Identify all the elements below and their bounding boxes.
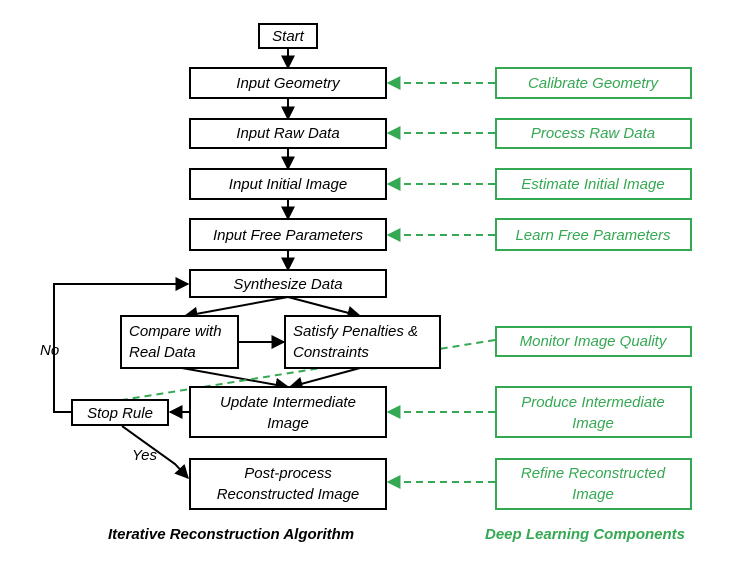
- learn-free-parameters-box: Learn Free Parameters: [495, 218, 692, 251]
- monitor-image-quality-box: Monitor Image Quality: [495, 326, 692, 357]
- synthesize-data-box: Synthesize Data: [189, 269, 387, 298]
- algorithm-caption: Iterative Reconstruction Algorithm: [108, 526, 354, 543]
- estimate-initial-image-box: Estimate Initial Image: [495, 168, 692, 200]
- monitor-image-quality-label: Monitor Image Quality: [520, 333, 668, 350]
- arrow-compare-to-update: [181, 367, 290, 392]
- refine-reconstructed-box: Refine Reconstructed Image: [495, 458, 692, 510]
- calibrate-geometry-box: Calibrate Geometry: [495, 67, 692, 99]
- input-initial-image-label: Input Initial Image: [229, 176, 347, 193]
- arrow-satisfy-to-update: [288, 367, 361, 391]
- arrow-no-loop-back: [53, 277, 190, 413]
- update-label-line1: Update Intermediate: [220, 394, 356, 411]
- postprocess-label-line2: Reconstructed Image: [217, 486, 360, 503]
- stop-rule-label: Stop Rule: [87, 405, 153, 422]
- estimate-initial-image-label: Estimate Initial Image: [521, 176, 664, 193]
- input-geometry-box: Input Geometry: [189, 67, 387, 99]
- postprocess-box: Post-process Reconstructed Image: [189, 458, 387, 510]
- yes-branch-label: Yes: [132, 447, 158, 464]
- input-initial-image-box: Input Initial Image: [189, 168, 387, 200]
- compare-box: Compare with Real Data: [120, 315, 239, 369]
- input-free-parameters-box: Input Free Parameters: [189, 218, 387, 251]
- update-label-line2: Image: [267, 415, 309, 432]
- arrow-yes-to-postprocess: [121, 425, 189, 480]
- stop-rule-box: Stop Rule: [71, 399, 169, 426]
- refine-label-line1: Refine Reconstructed: [521, 465, 666, 482]
- calibrate-geometry-label: Calibrate Geometry: [528, 75, 660, 92]
- input-raw-data-box: Input Raw Data: [189, 118, 387, 149]
- arrow-synthesize-to-satisfy: [287, 296, 362, 320]
- input-raw-data-label: Input Raw Data: [236, 125, 339, 142]
- deep-learning-caption: Deep Learning Components: [485, 526, 685, 543]
- compare-label-line1: Compare with: [129, 323, 222, 340]
- arrow-synthesize-to-compare: [183, 296, 289, 321]
- process-raw-data-label: Process Raw Data: [531, 125, 655, 142]
- produce-intermediate-box: Produce Intermediate Image: [495, 386, 692, 438]
- satisfy-label-line2: Constraints: [293, 344, 369, 361]
- produce-label-line1: Produce Intermediate: [521, 394, 664, 411]
- start-label: Start: [272, 28, 305, 45]
- start-node: Start: [258, 23, 318, 49]
- update-image-box: Update Intermediate Image: [189, 386, 387, 438]
- satisfy-label-line1: Satisfy Penalties &: [293, 323, 418, 340]
- input-geometry-label: Input Geometry: [236, 75, 341, 92]
- postprocess-label-line1: Post-process: [244, 465, 332, 482]
- satisfy-box: Satisfy Penalties & Constraints: [284, 315, 441, 369]
- synthesize-data-label: Synthesize Data: [233, 276, 342, 293]
- produce-label-line2: Image: [572, 415, 614, 432]
- learn-free-parameters-label: Learn Free Parameters: [515, 227, 671, 244]
- no-branch-label: No: [40, 342, 59, 359]
- refine-label-line2: Image: [572, 486, 614, 503]
- process-raw-data-box: Process Raw Data: [495, 118, 692, 149]
- compare-label-line2: Real Data: [129, 344, 196, 361]
- input-free-parameters-label: Input Free Parameters: [213, 227, 364, 244]
